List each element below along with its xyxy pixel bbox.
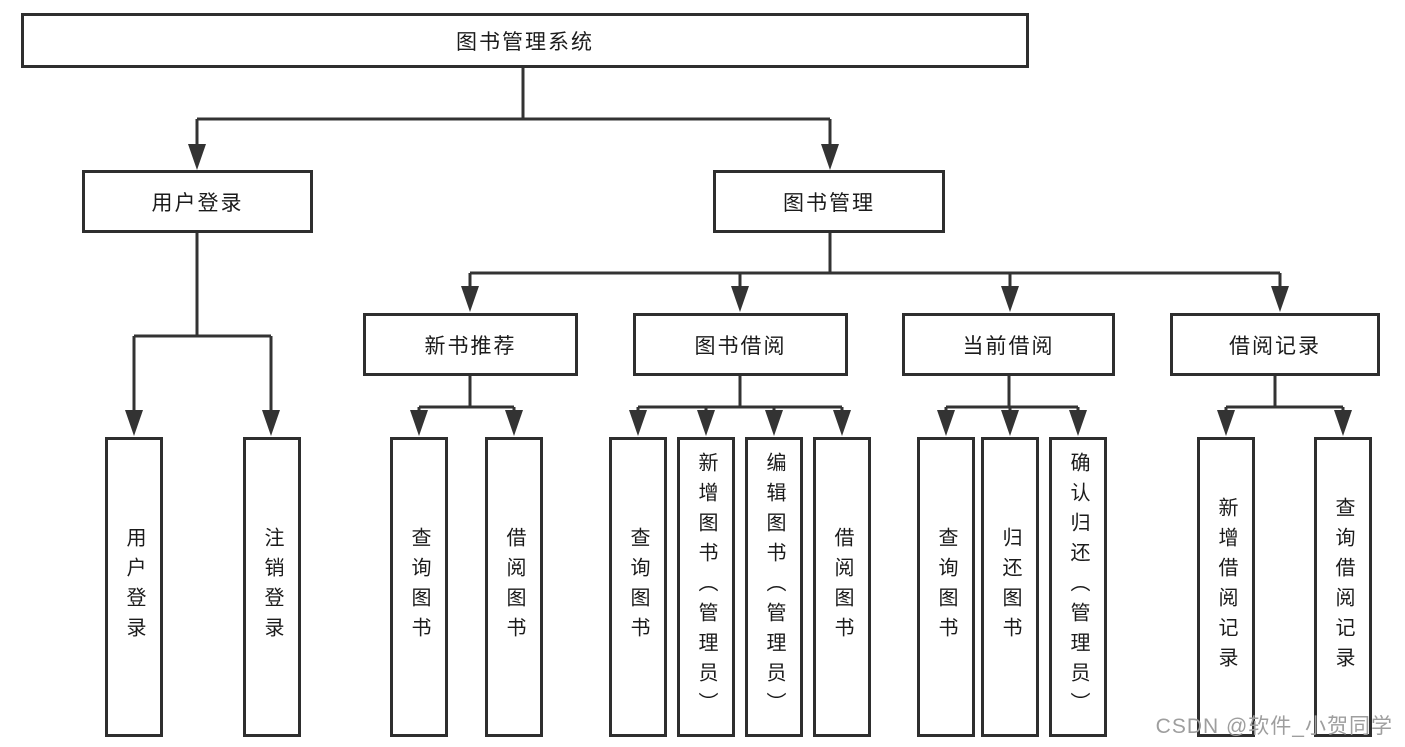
node-label: 借阅图书 [831, 527, 853, 647]
node-label: 查询图书 [408, 527, 430, 647]
node-library-system: 图书管理系统 [21, 13, 1029, 68]
node-add-book-admin: 新增图书（管理员） [677, 437, 735, 737]
node-query-books-current: 查询图书 [917, 437, 975, 737]
arrowhead-icon [833, 410, 851, 436]
node-label: 图书管理系统 [456, 30, 594, 54]
csdn-watermark: CSDN @软件_小贺同学 [1155, 715, 1393, 738]
arrowhead-icon [125, 410, 143, 436]
node-query-books-borrowing: 查询图书 [609, 437, 667, 737]
tree-branch-lines [132, 68, 1345, 412]
node-book-management: 图书管理 [713, 170, 945, 233]
arrowhead-icons [125, 144, 1352, 436]
node-return-books: 归还图书 [981, 437, 1039, 737]
node-query-books-recommend: 查询图书 [390, 437, 448, 737]
arrowhead-icon [505, 410, 523, 436]
node-label: 新增借阅记录 [1215, 497, 1237, 677]
node-user-login-leaf: 用户登录 [105, 437, 163, 737]
arrowhead-icon [937, 410, 955, 436]
node-new-book-recommend: 新书推荐 [363, 313, 578, 376]
node-label: 新书推荐 [424, 334, 517, 358]
arrowhead-icon [1334, 410, 1352, 436]
arrowhead-icon [731, 286, 749, 312]
node-label: 借阅记录 [1229, 334, 1321, 358]
node-label: 用户登录 [123, 527, 145, 647]
arrowhead-icon [1001, 286, 1019, 312]
arrowhead-icon [1001, 410, 1019, 436]
node-label: 借阅图书 [503, 527, 525, 647]
node-label: 查询借阅记录 [1332, 497, 1354, 677]
node-label: 图书借阅 [694, 334, 787, 358]
arrowhead-icon [262, 410, 280, 436]
node-label: 归还图书 [999, 527, 1021, 647]
node-label: 注销登录 [261, 527, 283, 647]
node-book-borrowing: 图书借阅 [633, 313, 848, 376]
arrowhead-icon [629, 410, 647, 436]
node-label: 确认归还（管理员） [1067, 452, 1089, 722]
arrowhead-icon [461, 286, 479, 312]
node-label: 查询图书 [935, 527, 957, 647]
node-edit-book-admin: 编辑图书（管理员） [745, 437, 803, 737]
node-label: 当前借阅 [962, 334, 1055, 358]
node-logout: 注销登录 [243, 437, 301, 737]
node-label: 新增图书（管理员） [695, 452, 717, 722]
arrowhead-icon [821, 144, 839, 170]
arrowhead-icon [1217, 410, 1235, 436]
arrowhead-icon [1069, 410, 1087, 436]
node-query-borrow-record: 查询借阅记录 [1314, 437, 1372, 737]
arrowhead-icon [188, 144, 206, 170]
node-confirm-return-admin: 确认归还（管理员） [1049, 437, 1107, 737]
node-current-borrowing: 当前借阅 [902, 313, 1115, 376]
node-add-borrow-record: 新增借阅记录 [1197, 437, 1255, 737]
node-user-login: 用户登录 [82, 170, 313, 233]
node-borrow-books-borrowing: 借阅图书 [813, 437, 871, 737]
node-label: 用户登录 [151, 191, 244, 215]
node-label: 编辑图书（管理员） [763, 452, 785, 722]
arrowhead-icon [697, 410, 715, 436]
node-borrow-books-recommend: 借阅图书 [485, 437, 543, 737]
node-label: 查询图书 [627, 527, 649, 647]
arrowhead-icon [765, 410, 783, 436]
arrowhead-icon [410, 410, 428, 436]
node-borrow-records: 借阅记录 [1170, 313, 1380, 376]
node-label: 图书管理 [783, 191, 875, 215]
arrowhead-icon [1271, 286, 1289, 312]
